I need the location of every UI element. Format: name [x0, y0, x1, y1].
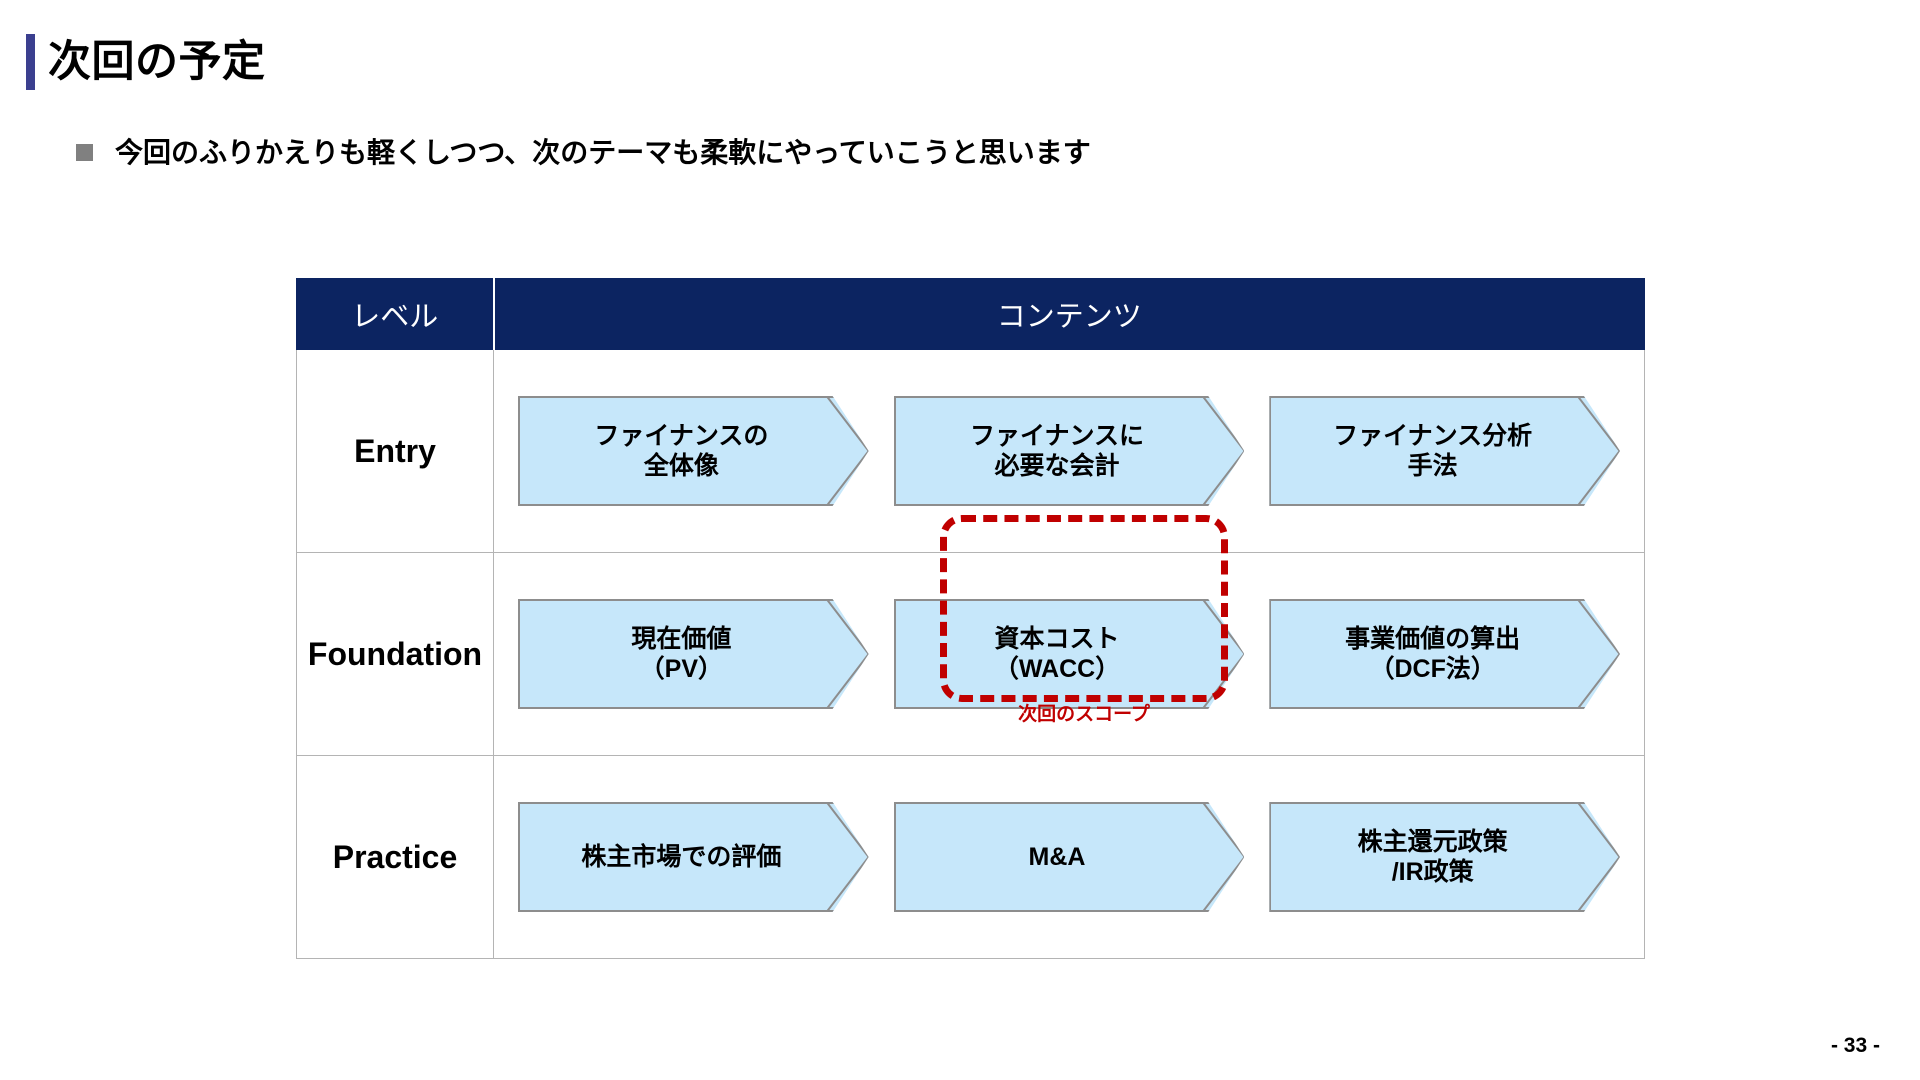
- chevron-label: ファイナンスの 全体像: [594, 421, 769, 480]
- chevron-label: 資本コスト （WACC）: [993, 624, 1121, 683]
- chevron-item[interactable]: ファイナンスに 必要な会計: [894, 396, 1245, 506]
- chevron-label: ファイナンス分析 手法: [1333, 421, 1533, 480]
- chevron-label: M&A: [1028, 842, 1086, 871]
- chevron-item[interactable]: ファイナンスの 全体像: [518, 396, 869, 506]
- chevron-label: 事業価値の算出 （DCF法）: [1345, 624, 1521, 683]
- chevron-label: 株主還元政策 /IR政策: [1357, 827, 1508, 886]
- table-header-row: レベル コンテンツ: [296, 278, 1645, 350]
- page-number: - 33 -: [1830, 1034, 1880, 1057]
- chevron-group-entry: ファイナンスの 全体像 ファイナンスに 必要な会計 ファイナンス分析 手法: [494, 350, 1644, 552]
- square-bullet-icon: [76, 144, 93, 162]
- title-accent-bar: [26, 34, 35, 90]
- chevron-item-highlighted[interactable]: 資本コスト （WACC）: [894, 599, 1245, 709]
- table-row: Practice 株主市場での評価 M&A: [296, 755, 1645, 959]
- chevron-item[interactable]: 現在価値 （PV）: [518, 599, 869, 709]
- table-row: Foundation 現在価値 （PV） 資本コスト （WACC）: [296, 515, 1645, 756]
- curriculum-table: レベル コンテンツ Entry ファイナンスの 全体像: [296, 278, 1645, 959]
- header-level: レベル: [296, 278, 495, 350]
- chevron-group-foundation: 現在価値 （PV） 資本コスト （WACC） 事業価値の算出 （DCF法）: [494, 515, 1644, 755]
- chevron-item[interactable]: ファイナンス分析 手法: [1269, 396, 1620, 506]
- bullet-text: 今回のふりかえりも軽くしつつ、次のテーマも柔軟にやっていこうと思います: [115, 137, 1091, 168]
- chevron-label: ファイナンスに 必要な会計: [970, 421, 1145, 480]
- content-cell-entry: ファイナンスの 全体像 ファイナンスに 必要な会計 ファイナンス分析 手法: [493, 349, 1645, 553]
- table-row: Entry ファイナンスの 全体像 ファイナンスに 必要な会計: [296, 349, 1645, 553]
- content-cell-foundation: 現在価値 （PV） 資本コスト （WACC） 事業価値の算出 （DCF法）: [493, 515, 1645, 756]
- chevron-item[interactable]: M&A: [894, 802, 1245, 912]
- chevron-label: 現在価値 （PV）: [631, 624, 732, 683]
- chevron-group-practice: 株主市場での評価 M&A 株主還元政策 /IR政策: [494, 756, 1644, 958]
- page-title: 次回の予定: [26, 34, 266, 90]
- header-content: コンテンツ: [493, 278, 1645, 350]
- title-text: 次回の予定: [48, 37, 266, 86]
- level-label-practice: Practice: [296, 755, 494, 959]
- chevron-item[interactable]: 株主還元政策 /IR政策: [1269, 802, 1620, 912]
- level-label-foundation: Foundation: [296, 552, 494, 756]
- scope-highlight-label: 次回のスコープ: [1018, 704, 1150, 725]
- bullet-line: 今回のふりかえりも軽くしつつ、次のテーマも柔軟にやっていこうと思います: [76, 136, 1091, 170]
- chevron-label: 株主市場での評価: [581, 842, 782, 871]
- chevron-item[interactable]: 事業価値の算出 （DCF法）: [1269, 599, 1620, 709]
- level-label-entry: Entry: [296, 349, 494, 553]
- chevron-item[interactable]: 株主市場での評価: [518, 802, 869, 912]
- content-cell-practice: 株主市場での評価 M&A 株主還元政策 /IR政策: [493, 755, 1645, 959]
